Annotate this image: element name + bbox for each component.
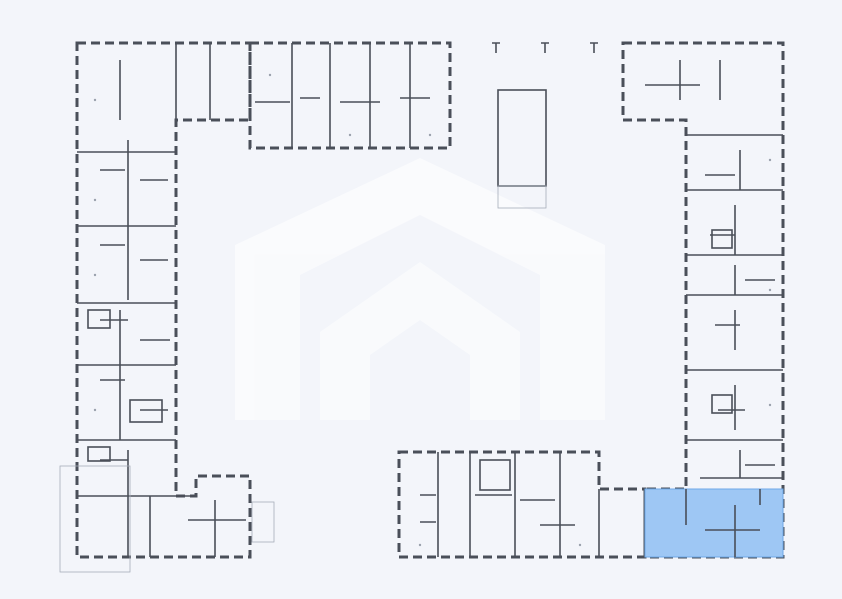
house-logo-icon <box>235 158 605 420</box>
south-wing <box>397 450 647 559</box>
courtyard-structure <box>492 42 598 209</box>
west-wing <box>59 41 452 573</box>
east-wing <box>621 41 785 559</box>
highlighted-unit[interactable] <box>644 488 784 558</box>
highlighted-apartment[interactable] <box>644 488 784 558</box>
room-label-marks <box>93 73 772 547</box>
